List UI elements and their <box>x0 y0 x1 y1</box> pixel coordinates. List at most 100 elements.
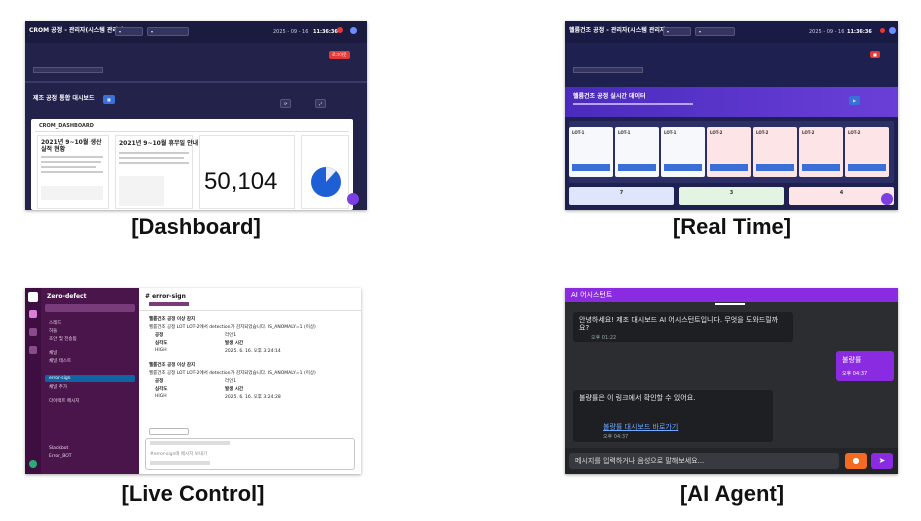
banner-button[interactable]: ▶ <box>849 96 861 105</box>
sidebar-item-slackbot[interactable]: Slackbot <box>49 446 69 451</box>
fullscreen-button[interactable]: ⤢ <box>315 99 327 108</box>
lot-card[interactable]: LOT-2 <box>753 127 797 177</box>
sidebar-item-add-channel[interactable]: 채널 추가 <box>49 385 67 390</box>
process-select[interactable]: ▾ <box>115 27 143 36</box>
realtime-banner: 헬륨건조 공정 실시간 데이터 ▶ <box>565 87 898 117</box>
chat-fab[interactable] <box>881 193 893 205</box>
bot-reply-bubble: 불량률은 이 링크에서 확인할 수 있어요. 불량률 대시보드 바로가기 오후 … <box>573 390 773 442</box>
message-composer[interactable]: #error-sign에 메시지 보내기 <box>145 438 355 470</box>
mic-button[interactable]: ● <box>845 453 867 469</box>
workspace-icon[interactable] <box>28 292 38 302</box>
home-icon[interactable] <box>29 310 37 318</box>
ai-input-bar: 메시지를 입력하거나 음성으로 말해보세요... ● ➤ <box>565 448 898 474</box>
lot-card[interactable]: LOT-2 <box>707 127 751 177</box>
sidebar-item-huddles[interactable]: 허들 <box>49 329 58 334</box>
lot-sparkline <box>802 164 840 171</box>
sidebar-item-error-sign[interactable]: error-sign <box>49 376 71 381</box>
dashboard-board: CROM_DASHBOARD 2021년 9~10월 생산 실적 현황 2021… <box>31 119 353 210</box>
lot-name: LOT-1 <box>618 130 631 135</box>
sidebar-section-channels[interactable]: 채널 <box>49 351 58 356</box>
tab-messages[interactable] <box>149 302 189 306</box>
board-label: CROM_DASHBOARD <box>39 123 94 129</box>
field-process-value: 라인1 <box>225 333 237 338</box>
lot-card[interactable]: LOT-1 <box>661 127 705 177</box>
refresh-button[interactable]: ⟳ <box>280 99 292 108</box>
date-range-input[interactable] <box>573 67 643 73</box>
chat-fab[interactable] <box>347 193 359 205</box>
promo-banner[interactable] <box>45 304 135 312</box>
profile-avatar[interactable] <box>29 460 37 468</box>
date-range-input[interactable] <box>33 67 103 73</box>
user-message-text: 불량률 <box>842 356 862 364</box>
pie-chart <box>311 167 341 197</box>
notice-text <box>41 171 103 173</box>
realtime-time: 11:36:36 <box>847 29 872 35</box>
message-title: 헬륨건조 공정 이상 감지 <box>149 363 196 368</box>
stat-value: 7 <box>619 190 624 196</box>
stat-value: 3 <box>729 190 734 196</box>
field-severity-label: 심각도 <box>155 387 168 392</box>
composer-placeholder: #error-sign에 메시지 보내기 <box>150 452 208 457</box>
dm-icon[interactable] <box>29 328 37 336</box>
realtime-screenshot: 헬륨건조 공정 - 관리자(시스템 관리자) ▾ ▾ 2025 - 09 - 1… <box>565 21 898 210</box>
caption-ai-agent: [AI Agent] <box>679 481 785 506</box>
dashboard-time: 11:36:36 <box>313 29 338 35</box>
notice-table <box>41 186 103 200</box>
ai-agent-screenshot: AI 어시스턴트 안녕하세요! 제조 대시보드 AI 어시스턴트입니다. 무엇을… <box>565 288 898 474</box>
lot-card[interactable]: LOT-2 <box>845 127 889 177</box>
composer-actions[interactable] <box>150 461 210 465</box>
format-toolbar[interactable] <box>150 441 230 445</box>
message-body: 헬륨건조 공정 LOT LOT-2에서 detection가 감지되었습니다. … <box>149 371 316 376</box>
dashboard-screenshot: CROM 공정 - 관리자(시스템 관리자) · ▾ ▾ 2025 - 09 -… <box>25 21 367 210</box>
lot-card[interactable]: LOT-1 <box>569 127 613 177</box>
pie-card <box>301 135 349 209</box>
tab-dashboard[interactable]: ■ <box>103 95 115 104</box>
field-time-value-2: 2025. 6. 16. 오후 3:24:28 <box>225 395 281 400</box>
send-button[interactable]: ➤ <box>871 453 893 469</box>
notice-production-title: 2021년 9~10월 생산 실적 현황 <box>41 139 102 153</box>
line-select[interactable]: ▾ <box>695 27 735 36</box>
slack-screenshot: Zero-defect 스레드 허들 초안 및 전송됨 채널 채널 테스트 er… <box>25 288 361 474</box>
caption-live-control: [Live Control] <box>121 481 265 506</box>
alarm-icon[interactable] <box>337 27 343 33</box>
logout-button[interactable]: ■ <box>870 51 880 58</box>
thread-button[interactable] <box>149 428 189 435</box>
lot-card[interactable]: LOT-1 <box>615 127 659 177</box>
notice-holiday-title: 2021년 9~10월 휴무일 안내 <box>119 140 199 147</box>
holiday-table <box>119 176 164 206</box>
sidebar-item-drafts[interactable]: 초안 및 전송됨 <box>49 337 77 342</box>
user-message-time: 오후 04:37 <box>842 371 868 377</box>
process-select[interactable]: ▾ <box>663 27 691 36</box>
stat-card: 3 <box>679 187 784 205</box>
avatar[interactable] <box>889 27 896 34</box>
line-select[interactable]: ▾ <box>147 27 189 36</box>
lot-card[interactable]: LOT-2 <box>799 127 843 177</box>
bot-greeting-bubble: 안녕하세요! 제조 대시보드 AI 어시스턴트입니다. 무엇을 도와드릴까요? … <box>573 312 793 342</box>
sidebar-section-dms[interactable]: 다이렉트 메시지 <box>49 399 80 404</box>
activity-icon[interactable] <box>29 346 37 354</box>
avatar[interactable] <box>350 27 357 34</box>
slack-sidebar: Zero-defect 스레드 허들 초안 및 전송됨 채널 채널 테스트 er… <box>41 288 139 474</box>
lot-sparkline <box>756 164 794 171</box>
message-input[interactable]: 메시지를 입력하거나 음성으로 말해보세요... <box>569 453 839 469</box>
lot-name: LOT-1 <box>664 130 677 135</box>
ai-header-title: AI 어시스턴트 <box>571 291 613 299</box>
sidebar-item-threads[interactable]: 스레드 <box>49 321 62 326</box>
realtime-header: 헬륨건조 공정 - 관리자(시스템 관리자) ▾ ▾ 2025 - 09 - 1… <box>565 21 898 43</box>
sidebar-item-channel-test[interactable]: 채널 테스트 <box>49 359 72 364</box>
alarm-icon[interactable] <box>880 28 885 33</box>
lot-sparkline <box>572 164 610 171</box>
notice-card-holiday[interactable]: 2021년 9~10월 휴무일 안내 <box>115 135 198 209</box>
logout-button[interactable]: 로그아웃 <box>329 51 350 59</box>
dashboard-link[interactable]: 불량률 대시보드 바로가기 <box>603 423 679 431</box>
lot-sparkline <box>664 164 702 171</box>
sidebar-item-error-bot[interactable]: Error_BOT <box>49 454 72 459</box>
stat-card: 7 <box>569 187 674 205</box>
notice-card-production[interactable]: 2021년 9~10월 생산 실적 현황 <box>37 135 109 209</box>
notice-text <box>41 156 103 158</box>
field-time-value: 2025. 6. 16. 오후 3:24:14 <box>225 349 281 354</box>
caption-dashboard: [Dashboard] <box>131 214 261 239</box>
drag-handle[interactable] <box>715 303 745 305</box>
workspace-name[interactable]: Zero-defect <box>47 293 87 300</box>
